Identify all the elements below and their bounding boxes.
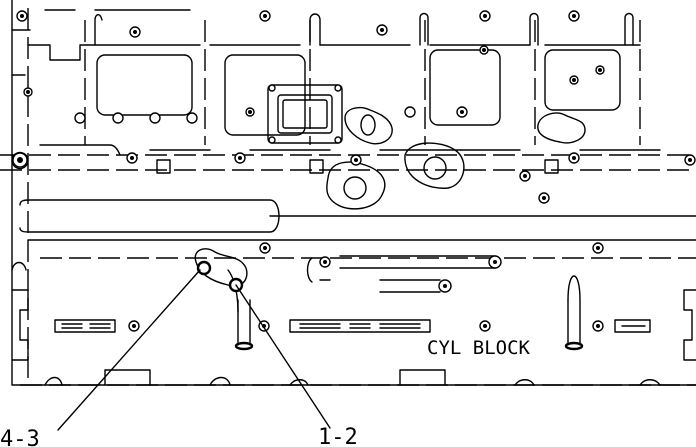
callout-1-2: 1-2 [318,425,358,447]
lower-gallery [19,199,696,351]
upper-pockets [27,9,661,156]
bolt-holes [12,10,696,332]
callout-4-3: 4-3 [0,427,40,447]
rect-slots [54,319,651,333]
cyl-block-label: CYL BLOCK [427,337,531,359]
leader-lines [57,269,331,431]
cover-plate [267,84,343,144]
block-outline [0,0,696,386]
side-brackets [11,261,696,361]
bottom-feet [44,369,661,386]
square-pads [156,159,559,174]
manifold-gasket [194,248,248,293]
